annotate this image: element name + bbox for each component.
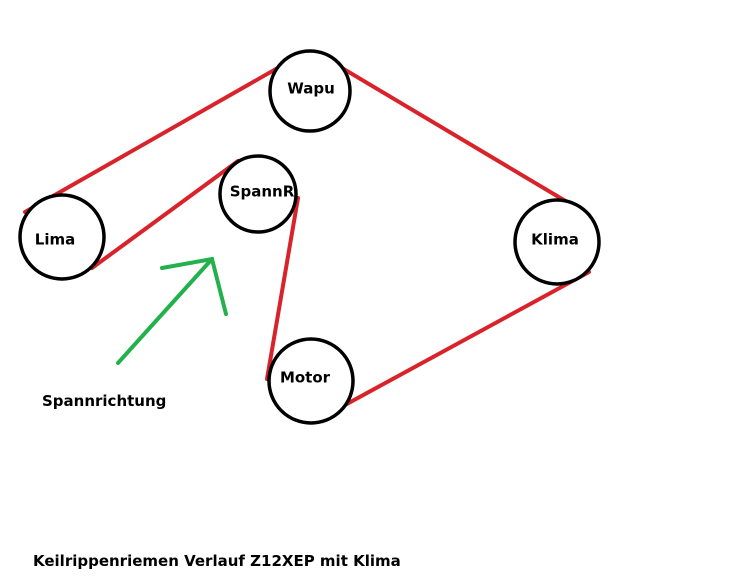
pulley-motor-label: Motor: [280, 369, 331, 387]
belt-segment-motor-spannr: [265, 196, 300, 381]
tension-arrow-head: [160, 256, 228, 316]
pulley-klima-label: Klima: [531, 231, 579, 249]
pulley-lima-label: Lima: [35, 231, 75, 249]
pulley-wapu-circle: [268, 49, 352, 133]
pulley-spannr: SpannR: [218, 154, 298, 234]
belt-segment-spannr-lima: [90, 159, 240, 270]
pulley-lima: Lima: [18, 193, 106, 281]
pulley-motor: Motor: [267, 337, 355, 425]
pulley-klima: Klima: [513, 198, 601, 286]
tension-direction-label: Spannrichtung: [42, 392, 166, 410]
pulley-spannr-label: SpannR: [230, 183, 295, 201]
belt-segment-lima-wapu: [23, 51, 306, 214]
tension-arrow-shaft: [116, 257, 214, 365]
belt-segment-klima-motor: [332, 270, 591, 413]
belt: [23, 51, 591, 413]
pulley-lima-circle: [18, 193, 106, 281]
pulley-klima-circle: [513, 198, 601, 286]
diagram-caption: Keilrippenriemen Verlauf Z12XEP mit Klim…: [33, 552, 401, 570]
tension-direction-arrow: [116, 256, 228, 365]
pulley-wapu-label: Wapu: [287, 80, 335, 98]
pulley-wapu: Wapu: [268, 49, 352, 133]
pulley-motor-circle: [267, 337, 355, 425]
pulley-spannr-circle: [218, 154, 298, 234]
belt-segment-wapu-klima: [330, 60, 591, 217]
